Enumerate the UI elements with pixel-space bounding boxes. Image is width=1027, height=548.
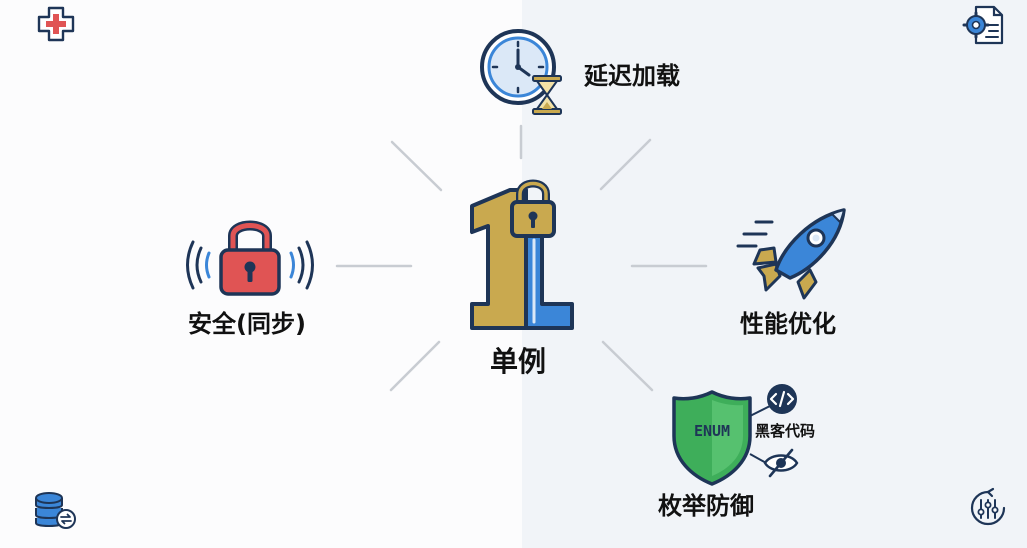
node-label-thread-safety: 安全(同步) (188, 310, 306, 338)
gear-document-icon (962, 5, 1004, 45)
rocket-icon (736, 208, 846, 300)
code-tag-icon (767, 384, 797, 414)
medical-cross-icon (37, 6, 75, 42)
database-sync-icon (35, 492, 76, 529)
connector-lower-right (601, 340, 654, 392)
connector-lower-left (389, 340, 441, 392)
node-label-performance: 性能优化 (740, 310, 836, 338)
node-label-enum-defense: 枚举防御 (658, 492, 754, 520)
shield-badge-text: ENUM (694, 422, 730, 440)
connector-upper-left (390, 140, 443, 192)
clock-hourglass-icon (480, 29, 562, 115)
hacker-code-label: 黑客代码 (755, 422, 816, 440)
connector-upper-right (599, 138, 652, 191)
hidden-eye-icon (763, 448, 799, 478)
node-label-lazy-loading: 延迟加载 (584, 62, 680, 90)
center-label-singleton: 单例 (490, 345, 547, 378)
enum-shield-icon: ENUM (672, 390, 771, 486)
sliders-icon (970, 487, 1006, 526)
padlock-signal-icon (186, 220, 314, 296)
number-one-padlock-icon (470, 179, 574, 330)
